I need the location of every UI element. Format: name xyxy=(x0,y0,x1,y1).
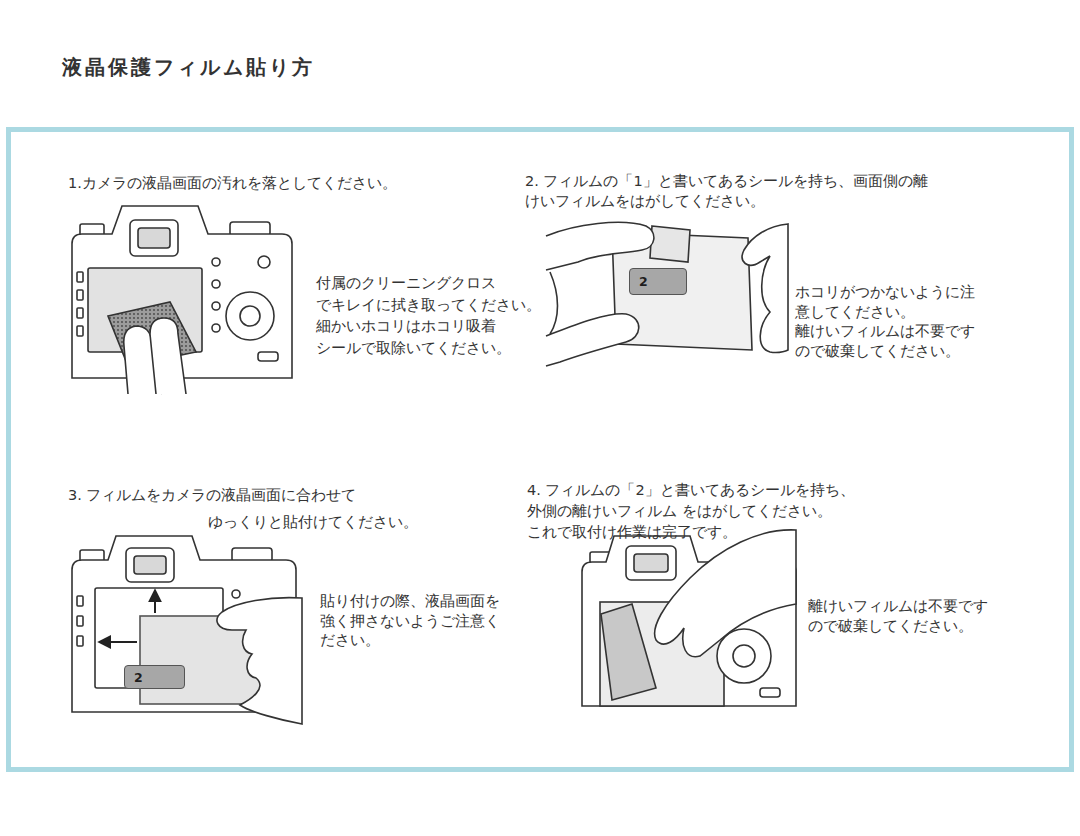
side-button xyxy=(77,616,83,626)
step-heading: 4. フィルムの「2」と書いてあるシールを持ち、外側の離けいフィルム をはがして… xyxy=(527,480,1000,543)
viewfinder xyxy=(138,228,170,248)
side-button xyxy=(77,272,83,282)
side-button xyxy=(77,308,83,318)
step1-camera xyxy=(72,206,292,394)
left-finger xyxy=(546,222,654,270)
sticker-number: 2 xyxy=(134,670,143,685)
film-tab xyxy=(650,226,690,262)
button xyxy=(212,302,220,310)
eyecup xyxy=(626,546,676,580)
step-heading: 2. フィルムの「1」と書いてあるシールを持ち、画面側の離 けいフィルムをはがし… xyxy=(525,172,928,211)
step-note: 離けいフィルムは不要です ので破棄してください。 xyxy=(808,596,989,636)
eyecup xyxy=(126,548,174,582)
move-arrow xyxy=(100,641,137,643)
step2-film-hands xyxy=(546,222,788,366)
button xyxy=(212,280,220,288)
side-button xyxy=(77,596,83,606)
step3-camera xyxy=(72,536,302,724)
button xyxy=(760,688,780,697)
step-note: ホコリがつかないように注 意してください。 離けいフィルムは不要です ので破棄し… xyxy=(795,283,976,361)
page-title: 液晶保護フィルム貼り方 xyxy=(62,54,315,80)
sticker-label: 2 xyxy=(124,665,185,689)
side-button xyxy=(77,290,83,300)
button xyxy=(212,324,220,332)
peeled-liner xyxy=(601,604,656,700)
step-heading: 1.カメラの液晶画面の汚れを落としてください。 xyxy=(68,174,397,193)
control-dial xyxy=(226,292,274,340)
viewfinder xyxy=(134,556,166,574)
control-dial xyxy=(717,629,771,683)
button xyxy=(232,590,240,598)
step-note: 貼り付けの際、液晶画面を 強く押さないようご注意く ださい。 xyxy=(320,592,501,651)
step-note: 付属のクリーニングクロス でキレイに拭き取ってください。 細かいホコリはホコリ吸… xyxy=(316,273,541,359)
step-heading: 3. フィルムをカメラの液晶画面に合わせて ゆっくりと貼付けてください。 xyxy=(68,482,423,536)
camera-body xyxy=(72,206,292,378)
left-thumb xyxy=(546,314,639,366)
sticker-label: 2 xyxy=(629,268,687,295)
instruction-panel xyxy=(9,130,1072,770)
control-dial-center xyxy=(733,645,755,667)
side-button xyxy=(77,326,83,336)
right-hand xyxy=(742,224,788,353)
viewfinder xyxy=(634,554,668,572)
button xyxy=(212,258,220,266)
hand xyxy=(655,530,796,657)
finger xyxy=(150,318,186,394)
control-dial-center xyxy=(240,306,260,326)
right-hand xyxy=(217,598,302,724)
sticker-number: 2 xyxy=(639,274,648,289)
step4-camera xyxy=(582,530,796,706)
palm-line xyxy=(550,272,558,334)
move-arrow xyxy=(154,591,156,613)
eyecup xyxy=(130,220,178,256)
button xyxy=(258,352,278,361)
side-button xyxy=(77,636,83,646)
button xyxy=(258,256,270,268)
